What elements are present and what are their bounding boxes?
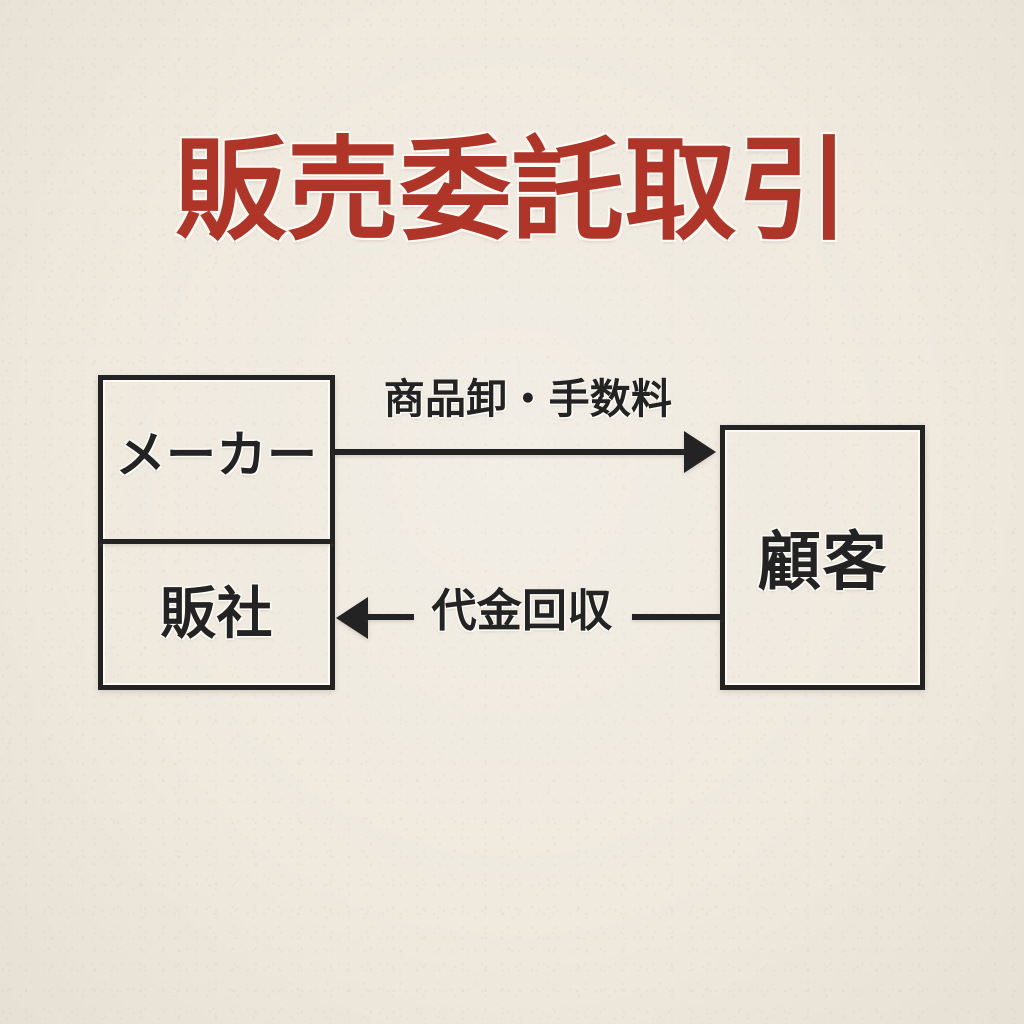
- node-label-hansha: 販社: [159, 582, 274, 645]
- arrow-right-icon: [684, 431, 716, 473]
- node-label-maker: メーカー: [115, 427, 318, 483]
- node-maker-group-divider: [98, 539, 335, 544]
- flow-arrow-line-goods-and-fee: [333, 449, 688, 455]
- node-label-customer: 顧客: [757, 526, 888, 598]
- flow-label-goods-and-fee: 商品卸・手数料: [383, 376, 673, 422]
- node-customer: [720, 425, 925, 690]
- page-title: 販売委託取引: [174, 128, 850, 254]
- arrow-left-icon: [336, 597, 368, 639]
- flow-arrow-line-payment-collection-right: [632, 614, 722, 620]
- node-maker-group: [98, 375, 335, 690]
- flow-arrow-line-payment-collection-left: [366, 614, 414, 620]
- flow-label-payment-collection: 代金回収: [431, 585, 613, 636]
